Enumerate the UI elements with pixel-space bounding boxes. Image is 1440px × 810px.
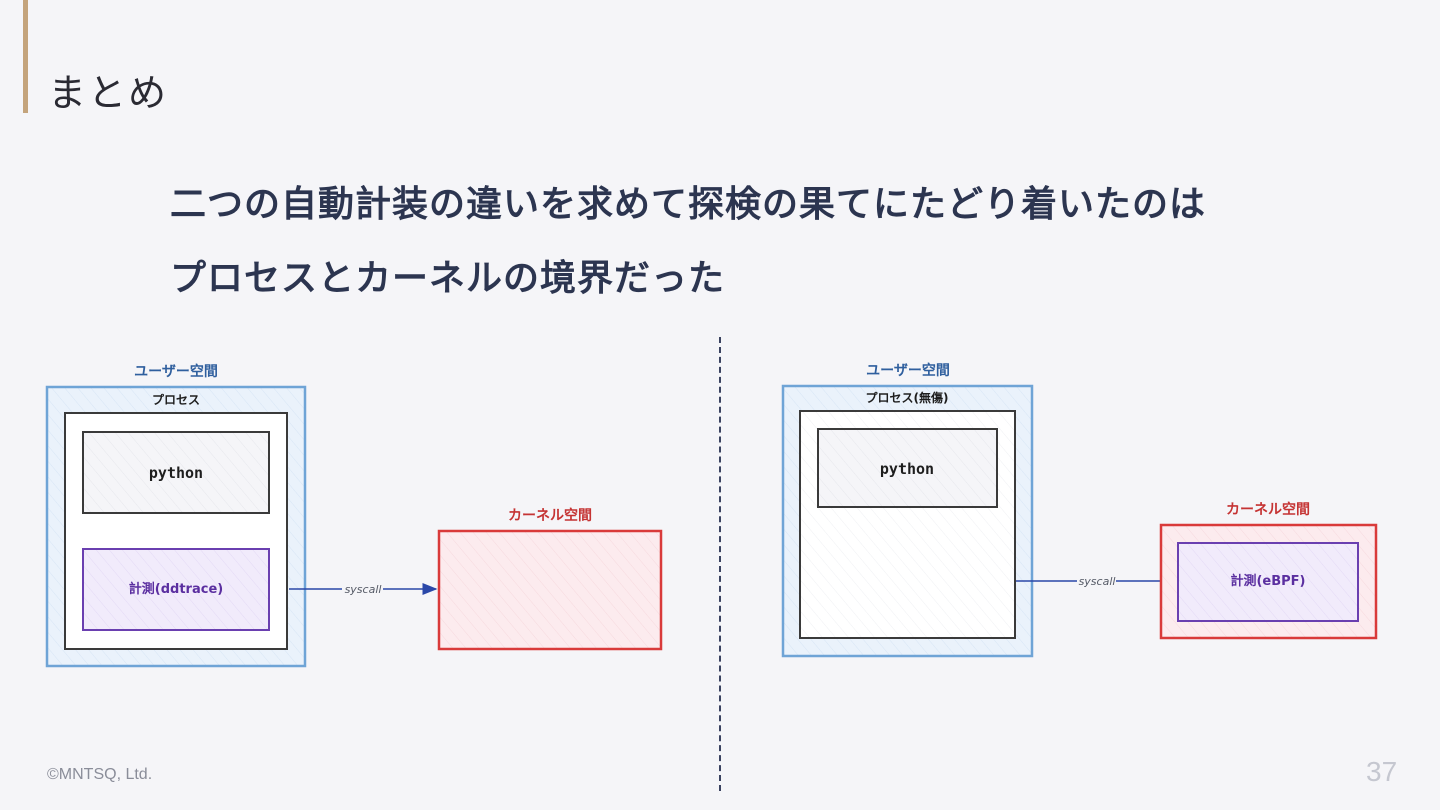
left-kernel-space-box [437,529,663,651]
copyright: ©MNTSQ, Ltd. [47,766,153,783]
diagram-divider [719,337,721,791]
right-user-space-label: ユーザー空間 [866,362,950,379]
right-python-box [817,428,998,508]
left-diagram: ユーザー空間 プロセス python 計測(ddtrace) syscall カ… [45,363,663,668]
right-syscall-label: syscall [1079,575,1116,588]
left-process-label: プロセス [152,392,200,407]
left-instrument-box [82,548,270,631]
right-python-label: python [880,460,934,478]
left-instrument-label: 計測(ddtrace) [129,581,223,597]
right-process-label: プロセス(無傷) [866,390,949,405]
right-diagram: ユーザー空間 プロセス(無傷) python syscall カーネル空間 計測… [781,362,1378,658]
right-instrument-label: 計測(eBPF) [1230,573,1305,589]
left-syscall-label: syscall [345,583,382,596]
right-kernel-space-label: カーネル空間 [1226,501,1310,518]
left-python-box [82,431,270,514]
left-kernel-space-label: カーネル空間 [508,507,592,524]
page-number: 37 [1366,756,1398,787]
title-accent-bar [23,0,28,113]
left-user-space-label: ユーザー空間 [134,363,218,380]
headline-line-1: 二つの自動計装の違いを求めて探検の果てにたどり着いたのは [170,184,1207,225]
headline: 二つの自動計装の違いを求めて探検の果てにたどり着いたのは プロセスとカーネルの境… [170,168,1350,316]
right-instrument-box [1177,542,1359,622]
slide-title: まとめ [48,71,169,115]
left-python-label: python [149,464,203,482]
headline-line-2: プロセスとカーネルの境界だった [170,258,726,299]
